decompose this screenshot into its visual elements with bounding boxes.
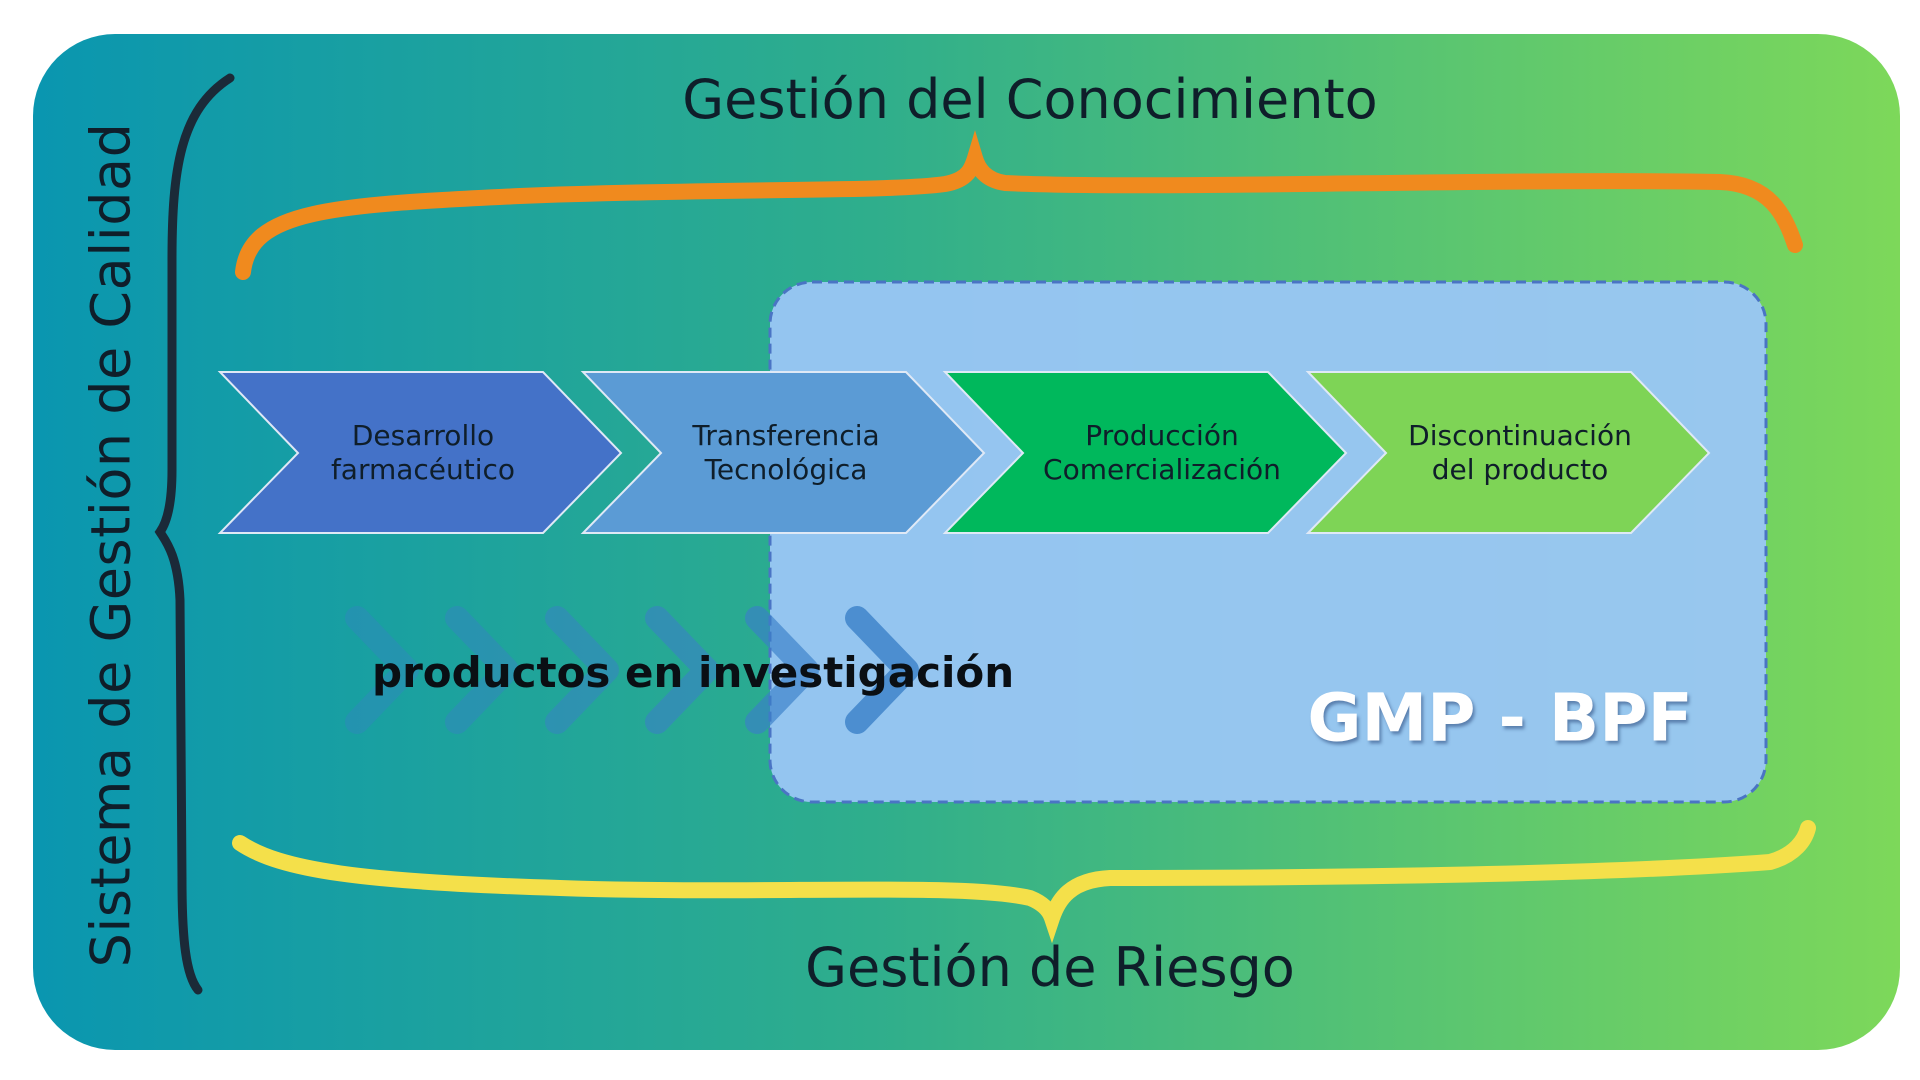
quality-system-brace [154, 73, 235, 995]
step-label-development: Desarrollo farmacéutico [331, 419, 515, 487]
gmp-bpf-label: GMP - BPF [1307, 679, 1693, 757]
risk-management-title: Gestión de Riesgo [805, 936, 1295, 999]
step-label-discontinuation: Discontinuación del producto [1408, 419, 1632, 487]
step-label-line: Discontinuación [1408, 419, 1632, 452]
step-label-line: Producción [1085, 419, 1239, 452]
investigation-chevron-1 [345, 606, 419, 734]
investigation-chevrons [345, 606, 919, 734]
step-chevron-technology-transfer [580, 371, 986, 534]
investigation-chevron-3 [545, 606, 619, 734]
step-label-line: farmacéutico [330, 453, 516, 486]
knowledge-brace [235, 130, 1803, 280]
investigation-chevron-6 [845, 606, 919, 734]
risk-brace [232, 820, 1816, 944]
step-label-line: del producto [1431, 453, 1609, 486]
investigation-chevron-2 [445, 606, 519, 734]
investigation-chevron-5 [745, 606, 819, 734]
investigational-products-label: productos en investigación [372, 648, 1015, 697]
step-chevron-commercial-production [942, 371, 1348, 534]
step-label-line: Transferencia [692, 419, 880, 452]
step-label-line: Tecnológica [704, 453, 868, 486]
knowledge-management-title: Gestión del Conocimiento [682, 68, 1378, 131]
quality-system-label: Sistema de Gestión de Calidad [79, 122, 143, 968]
step-label-commercial-production: Producción Comercialización [1043, 419, 1281, 487]
step-label-line: Comercialización [1043, 453, 1281, 486]
step-chevron-discontinuation [1305, 371, 1711, 534]
investigation-chevron-4 [645, 606, 719, 734]
step-label-technology-transfer: Transferencia Tecnológica [692, 419, 879, 487]
step-label-line: Desarrollo [351, 419, 495, 452]
step-chevron-development [217, 371, 623, 534]
